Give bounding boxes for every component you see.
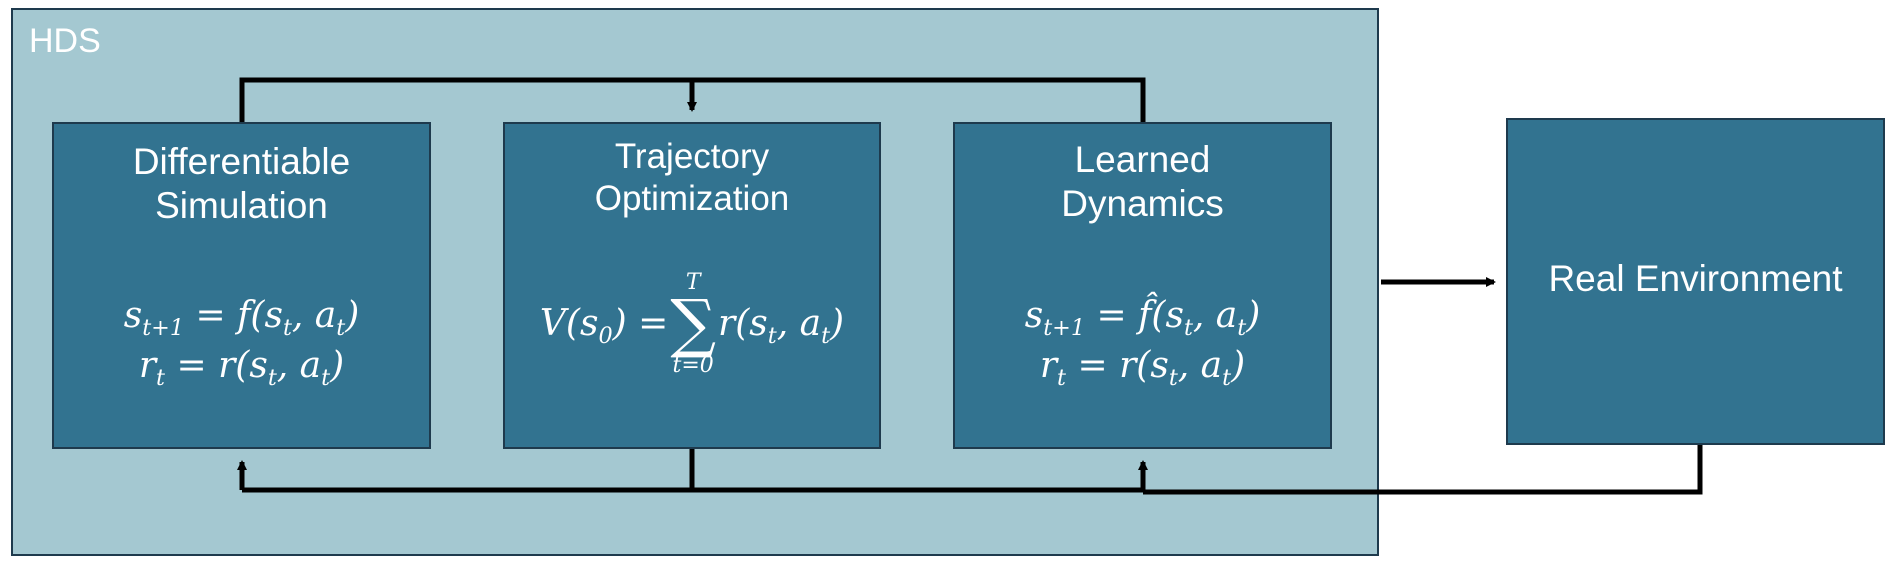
value-function-equation: V(s0) = T ∑ t=0 r(st, at): [539, 270, 845, 378]
trajectory-optimization-title: Trajectory Optimization: [594, 137, 790, 218]
learned-dynamics-box: Learned Dynamics st+1 = f̂(st, at) rt = …: [953, 122, 1332, 449]
simulation-transition-equation: st+1 = f(st, at): [123, 295, 360, 341]
summation-symbol: T ∑ t=0: [670, 270, 716, 378]
learned-reward-equation: rt = r(st, at): [1039, 345, 1246, 391]
learned-transition-equation: st+1 = f̂(st, at): [1024, 295, 1261, 341]
real-env-feedback-line: [1143, 445, 1703, 495]
differentiable-simulation-title: Differentiable Simulation: [132, 141, 351, 227]
hds-label: HDS: [29, 22, 101, 60]
real-environment-title: Real Environment: [1548, 258, 1843, 299]
trajectory-optimization-box: Trajectory Optimization V(s0) = T ∑ t=0 …: [503, 122, 881, 449]
differentiable-simulation-box: Differentiable Simulation st+1 = f(st, a…: [52, 122, 431, 449]
simulation-reward-equation: rt = r(st, at): [138, 345, 345, 391]
learned-dynamics-title: Learned Dynamics: [1061, 139, 1224, 225]
real-environment-box: Real Environment: [1506, 118, 1885, 445]
